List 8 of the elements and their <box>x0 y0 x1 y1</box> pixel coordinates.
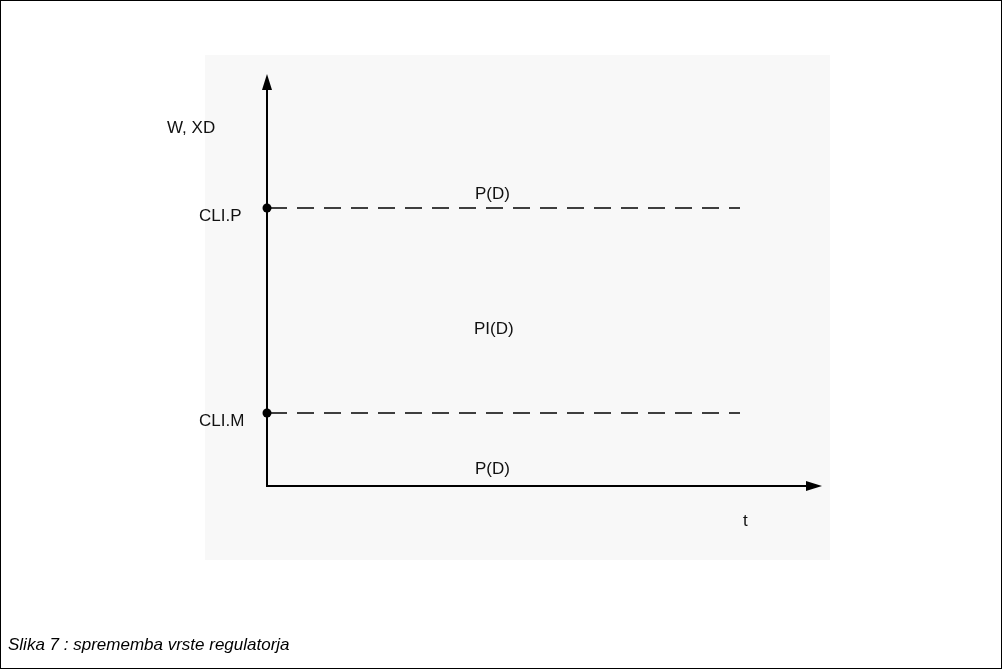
axis-label: t <box>743 511 748 531</box>
figure-caption: Slika 7 : sprememba vrste regulatorja <box>8 635 290 655</box>
limit-label: CLI.M <box>199 411 245 431</box>
limit-label: CLI.P <box>199 206 242 226</box>
region-label: P(D) <box>475 459 510 479</box>
region-label: PI(D) <box>474 319 514 339</box>
axis-label: W, XD <box>167 118 216 138</box>
region-label: P(D) <box>475 184 510 204</box>
